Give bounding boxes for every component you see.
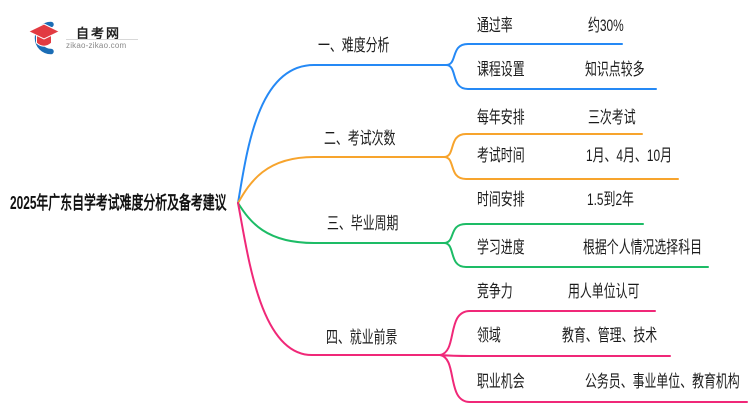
- leaf-competitiveness-value: 用人单位认可: [568, 282, 640, 301]
- leaf-exam-dates-label: 考试时间: [477, 146, 525, 165]
- site-logo: 自考网 zikao-zikao.com: [26, 20, 146, 55]
- logo-domain-text: zikao-zikao.com: [66, 41, 127, 50]
- leaf-course-setup-label: 课程设置: [477, 60, 525, 79]
- leaf-pass-rate-label: 通过率: [477, 16, 513, 35]
- leaf-study-progress-value: 根据个人情况选择科目: [583, 238, 702, 257]
- branch3-leaf2-underline: [443, 242, 709, 268]
- leaf-fields-value: 教育、管理、技术: [562, 326, 658, 345]
- leaf-competitiveness-label: 竞争力: [477, 282, 513, 301]
- branch-exam-frequency-label: 二、考试次数: [324, 129, 396, 148]
- branch3-stem-line: [237, 202, 445, 244]
- logo-divider: [66, 39, 138, 40]
- logo-brand-text: 自考网: [76, 26, 122, 41]
- branch1-leaf2-underline: [445, 64, 657, 90]
- leaf-career-opportunities-value: 公务员、事业单位、教育机构: [585, 372, 740, 391]
- leaf-pass-rate-value: 约30%: [588, 16, 624, 35]
- branch3-leaf1-underline: [443, 223, 644, 244]
- leaf-time-arrangement-value: 1.5到2年: [587, 190, 634, 209]
- leaf-career-opportunities-label: 职业机会: [477, 372, 525, 391]
- branch-difficulty-analysis-label: 一、难度分析: [318, 36, 390, 55]
- branch1-stem-line: [237, 64, 447, 204]
- branch2-leaf2-underline: [443, 156, 679, 180]
- leaf-study-progress-label: 学习进度: [477, 238, 525, 257]
- leaf-fields-label: 领域: [477, 326, 501, 345]
- branch2-stem-line: [237, 156, 445, 204]
- branch4-leaf2-underline: [439, 354, 671, 357]
- leaf-exam-dates-value: 1月、4月、10月: [586, 146, 672, 165]
- branch-graduation-cycle-label: 三、毕业周期: [327, 214, 399, 233]
- branch4-leaf1-underline: [439, 310, 656, 356]
- leaf-course-setup-value: 知识点较多: [585, 60, 645, 79]
- branch-employment-prospects-label: 四、就业前景: [326, 328, 398, 347]
- leaf-annual-schedule-value: 三次考试: [588, 108, 636, 127]
- branch2-leaf1-underline: [443, 133, 643, 158]
- leaf-time-arrangement-label: 时间安排: [477, 190, 525, 209]
- graduation-cap-icon: [27, 21, 61, 55]
- branch4-stem-line: [237, 202, 441, 356]
- leaf-annual-schedule-label: 每年安排: [477, 108, 525, 127]
- root-node-title: 2025年广东自学考试难度分析及备考建议: [10, 193, 227, 213]
- branch4-leaf3-underline: [439, 354, 748, 403]
- branch1-leaf1-underline: [445, 43, 623, 66]
